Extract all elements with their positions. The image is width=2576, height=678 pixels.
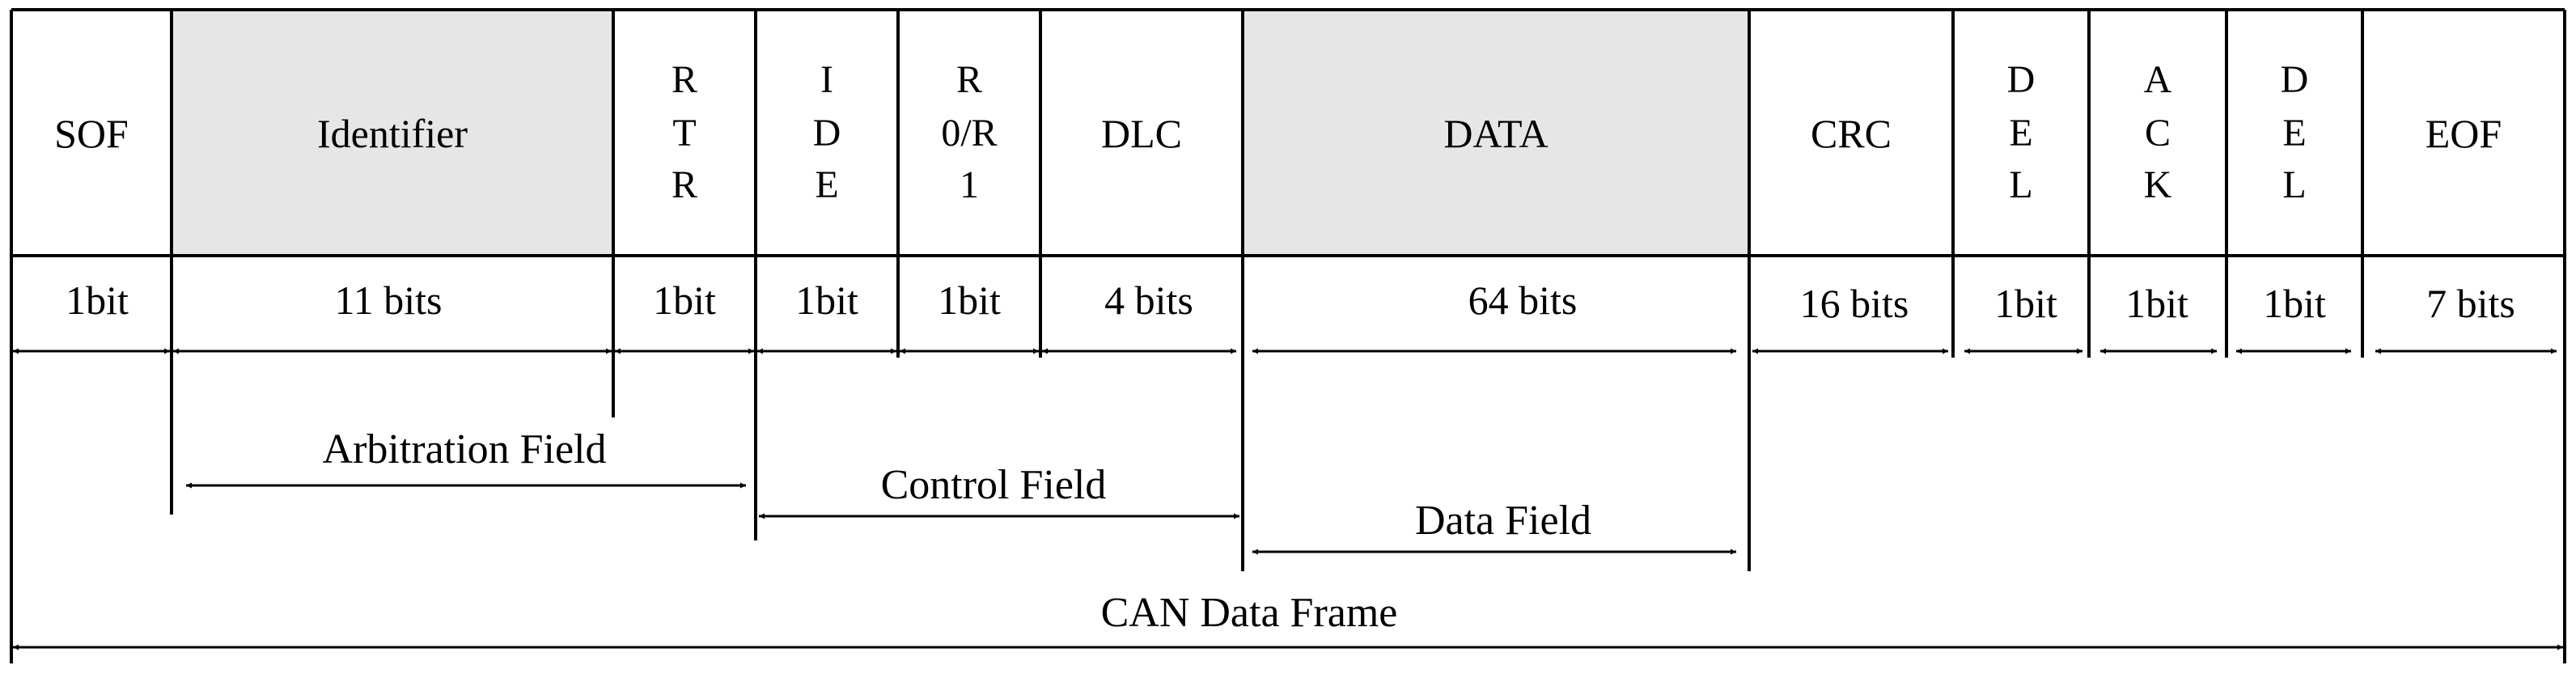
svg-text:D: D xyxy=(2007,58,2036,101)
bits-identifier: 11 bits xyxy=(335,278,443,323)
data-field-label: Data Field xyxy=(1415,498,1591,544)
bits-dlc: 4 bits xyxy=(1104,278,1193,323)
svg-text:E: E xyxy=(815,163,838,206)
svg-text:A: A xyxy=(2144,58,2172,101)
svg-text:E: E xyxy=(2282,112,2306,155)
bits-data: 64 bits xyxy=(1468,278,1578,323)
svg-text:1: 1 xyxy=(960,163,979,206)
field-label-ack: A C K xyxy=(2144,58,2172,206)
svg-text:L: L xyxy=(2009,163,2032,206)
bits-ack: 1bit xyxy=(2125,281,2188,326)
field-label-ide: I D E xyxy=(813,58,841,206)
bits-rtr: 1bit xyxy=(653,278,716,323)
svg-text:D: D xyxy=(813,112,841,155)
svg-text:D: D xyxy=(2281,58,2309,101)
svg-text:R: R xyxy=(672,58,697,101)
bits-sof: 1bit xyxy=(66,278,129,323)
svg-text:R: R xyxy=(956,58,982,101)
arbitration-field-label: Arbitration Field xyxy=(323,426,607,472)
field-label-identifier: Identifier xyxy=(317,111,468,156)
svg-text:I: I xyxy=(820,58,833,101)
bit-count-row: 1bit 11 bits 1bit 1bit 1bit 4 bits 64 bi… xyxy=(66,278,2515,326)
field-label-eof: EOF xyxy=(2426,111,2502,156)
field-label-r0r1: R 0/R 1 xyxy=(941,58,997,206)
field-label-data: DATA xyxy=(1443,111,1548,156)
field-label-rtr: R T R xyxy=(672,58,697,206)
svg-text:C: C xyxy=(2145,112,2171,155)
svg-text:K: K xyxy=(2144,163,2172,206)
bits-ide: 1bit xyxy=(795,278,858,323)
field-table-grid xyxy=(11,8,2566,571)
bits-crc: 16 bits xyxy=(1800,281,1909,326)
identifier-cell-shading xyxy=(172,10,613,256)
data-cell-shading xyxy=(1243,10,1749,256)
bits-del-2: 1bit xyxy=(2263,281,2326,326)
svg-text:T: T xyxy=(672,112,696,155)
field-label-sof: SOF xyxy=(54,111,129,156)
field-label-crc: CRC xyxy=(1811,111,1892,156)
field-label-del-1: D E L xyxy=(2007,58,2036,206)
bits-eof: 7 bits xyxy=(2426,281,2515,326)
svg-text:R: R xyxy=(672,163,697,206)
svg-text:0/R: 0/R xyxy=(941,112,997,155)
control-field-label: Control Field xyxy=(881,462,1107,508)
can-data-frame-label: CAN Data Frame xyxy=(1101,590,1398,636)
bits-del-1: 1bit xyxy=(1994,281,2057,326)
bits-r0r1: 1bit xyxy=(938,278,1001,323)
svg-text:L: L xyxy=(2282,163,2306,206)
field-label-del-2: D E L xyxy=(2281,58,2309,206)
field-label-dlc: DLC xyxy=(1101,111,1182,156)
svg-text:E: E xyxy=(2009,112,2032,155)
